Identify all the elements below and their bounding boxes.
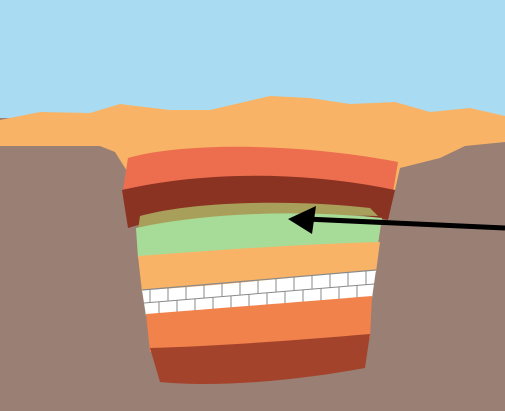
cross-section-svg xyxy=(0,0,505,411)
geological-cross-section xyxy=(0,0,505,411)
